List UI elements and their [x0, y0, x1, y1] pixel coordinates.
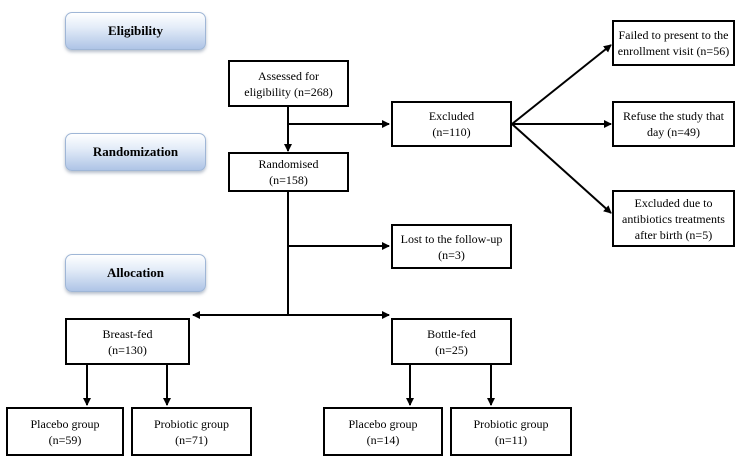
assessed-line2: eligibility (n=268) [244, 84, 333, 99]
refuse-line2: day (n=49) [646, 125, 701, 139]
breast-probiotic-box: Probiotic group (n=71) [131, 407, 252, 456]
stage-eligibility: Eligibility [65, 12, 206, 50]
lost-line1: Lost to the follow-up [400, 231, 503, 246]
stage-allocation: Allocation [65, 254, 206, 292]
assessed-line1: Assessed for [258, 68, 319, 83]
bottle-probiotic-line2: (n=11) [494, 432, 528, 447]
randomised-line2: (n=158) [269, 173, 308, 187]
breastfed-line1: Breast-fed [102, 326, 153, 341]
breastfed-line2: (n=130) [108, 342, 147, 357]
antibiotics-line3: after birth (n=5) [634, 227, 713, 242]
breast-probiotic-line2: (n=71) [175, 432, 208, 447]
stage-randomization: Randomization [65, 133, 206, 171]
excluded-line1: Excluded [428, 109, 475, 123]
bottlefed-box: Bottle-fed (n=25) [391, 318, 512, 365]
stage-allocation-label: Allocation [106, 265, 165, 280]
stage-randomization-label: Randomization [92, 144, 179, 159]
assessed-box: Assessed for eligibility (n=268) [228, 60, 349, 107]
bottlefed-line2: (n=25) [435, 342, 468, 357]
breast-placebo-box: Placebo group (n=59) [6, 407, 124, 456]
arrow-to-failed [511, 44, 612, 125]
bottle-placebo-box: Placebo group (n=14) [323, 407, 443, 456]
excluded-line2: (n=110) [432, 125, 471, 139]
antibiotics-line2: antibiotics treatments [622, 211, 725, 226]
failed-line1: Failed to present to the [618, 28, 729, 42]
antibiotics-line1: Excluded due to [634, 195, 713, 210]
failed-box: Failed to present to the enrollment visi… [612, 20, 735, 66]
failed-line2: enrollment visit (n=56) [617, 44, 730, 58]
excluded-box: Excluded (n=110) [391, 101, 512, 147]
breast-placebo-line1: Placebo group [30, 416, 100, 431]
stage-eligibility-label: Eligibility [108, 23, 163, 38]
breast-probiotic-line1: Probiotic group [154, 416, 229, 431]
bottle-placebo-line2: (n=14) [366, 432, 400, 447]
lost-box: Lost to the follow-up (n=3) [391, 224, 512, 269]
bottlefed-line1: Bottle-fed [427, 326, 476, 341]
breastfed-box: Breast-fed (n=130) [65, 318, 190, 365]
antibiotics-box: Excluded due to antibiotics treatments a… [612, 190, 735, 247]
bottle-probiotic-box: Probiotic group (n=11) [450, 407, 572, 456]
refuse-box: Refuse the study that day (n=49) [612, 101, 735, 147]
bottle-probiotic-line1: Probiotic group [473, 416, 549, 431]
randomised-box: Randomised (n=158) [228, 152, 349, 192]
arrow-to-antibiotics [511, 123, 612, 214]
bottle-placebo-line1: Placebo group [348, 416, 418, 431]
breast-placebo-line2: (n=59) [48, 432, 82, 447]
lost-line2: (n=3) [438, 247, 465, 262]
refuse-line1: Refuse the study that [623, 109, 724, 123]
randomised-line1: Randomised [258, 157, 319, 171]
